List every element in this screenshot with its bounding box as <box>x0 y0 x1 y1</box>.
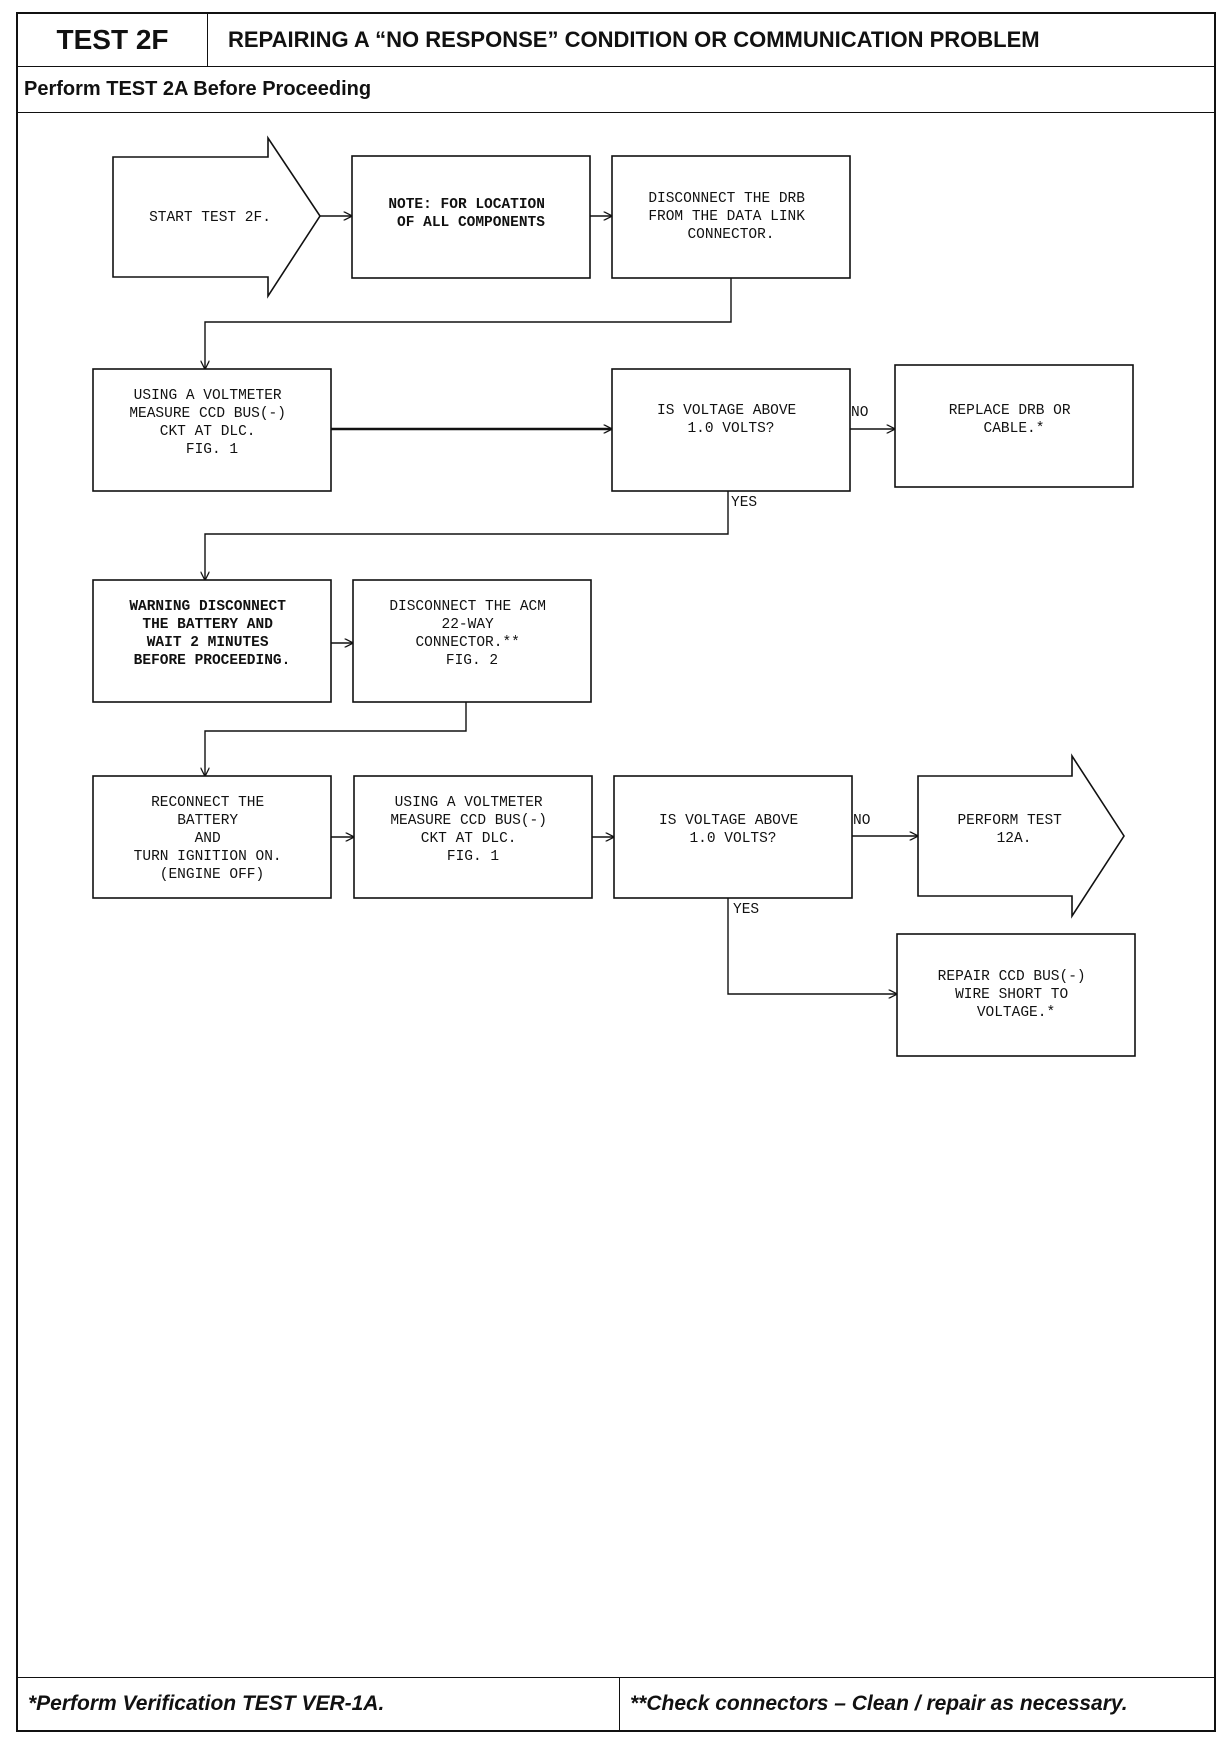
footnote-verification: *Perform Verification TEST VER-1A. <box>28 1692 385 1715</box>
perform-12a-line-2: 12A. <box>997 831 1032 847</box>
warning-text: WARNING DISCONNECT THE BATTERY AND WAIT … <box>129 599 294 669</box>
disconnect-acm-box <box>352 579 592 703</box>
prerequisite-text: Perform TEST 2A Before Proceeding <box>24 78 372 100</box>
edge-label-yes-1: YES <box>731 495 757 511</box>
question-1-line-2: 1.0 VOLTS? <box>687 421 774 437</box>
perform-12a-step: PERFORM TEST 12A. <box>917 753 1125 919</box>
disconnect-drb-line-1: DISCONNECT THE DRB <box>648 191 805 207</box>
measure-1-line-2: MEASURE CCD BUS(-) <box>129 406 286 422</box>
measure-2-text: USING A VOLTMETER MEASURE CCD BUS(-) CKT… <box>390 795 555 865</box>
measure-2-step: USING A VOLTMETER MEASURE CCD BUS(-) CKT… <box>353 775 593 899</box>
measure-2-line-2: MEASURE CCD BUS(-) <box>390 813 547 829</box>
reconnect-line-1: RECONNECT THE <box>151 795 264 811</box>
question-2-line-1: IS VOLTAGE ABOVE <box>659 813 798 829</box>
start-line: START TEST 2F. <box>149 210 271 226</box>
sheet-header: TEST 2F REPAIRING A “NO RESPONSE” CONDIT… <box>18 14 1214 67</box>
measure-1-text: USING A VOLTMETER MEASURE CCD BUS(-) CKT… <box>129 388 294 458</box>
repair-short-line-2: WIRE SHORT TO <box>955 987 1068 1003</box>
edge-label-no-1: NO <box>851 405 868 421</box>
replace-drb-step: REPLACE DRB OR CABLE.* <box>894 364 1134 488</box>
warning-step: WARNING DISCONNECT THE BATTERY AND WAIT … <box>92 579 332 703</box>
warning-line-2: THE BATTERY AND <box>142 617 273 633</box>
disconnect-drb-line-3: CONNECTOR. <box>687 227 774 243</box>
test-id: TEST 2F <box>18 14 208 66</box>
start-step: START TEST 2F. <box>112 135 321 299</box>
reconnect-line-5: (ENGINE OFF) <box>160 867 264 883</box>
question-1-step: IS VOLTAGE ABOVE 1.0 VOLTS? <box>611 368 851 492</box>
note-text: NOTE: FOR LOCATION OF ALL COMPONENTS <box>388 197 553 231</box>
replace-drb-line-2: CABLE.* <box>984 421 1045 437</box>
measure-1-line-1: USING A VOLTMETER <box>134 388 282 404</box>
repair-short-box <box>896 933 1136 1057</box>
perform-12a-text: PERFORM TEST 12A. <box>957 813 1070 847</box>
disconnect-acm-line-2: 22-WAY <box>442 617 495 633</box>
reconnect-step: RECONNECT THE BATTERY AND TURN IGNITION … <box>92 775 332 899</box>
reconnect-box <box>92 775 332 899</box>
repair-short-text: REPAIR CCD BUS(-) WIRE SHORT TO VOLTAGE.… <box>938 969 1095 1021</box>
measure-2-line-1: USING A VOLTMETER <box>395 795 543 811</box>
measure-2-line-5: FIG. 1 <box>447 849 499 865</box>
disconnect-acm-step: DISCONNECT THE ACM 22-WAY CONNECTOR.** F… <box>352 579 592 703</box>
measure-1-line-5: FIG. 1 <box>186 442 238 458</box>
note-line-2: OF ALL COMPONENTS <box>397 215 545 231</box>
question-1-text: IS VOLTAGE ABOVE 1.0 VOLTS? <box>657 403 805 437</box>
perform-12a-arrow-shape <box>917 753 1125 919</box>
reconnect-line-2: BATTERY <box>177 813 238 829</box>
edge-label-no-2: NO <box>853 813 870 829</box>
repair-short-line-3: VOLTAGE.* <box>977 1005 1055 1021</box>
edge-label-yes-2: YES <box>733 902 759 918</box>
disconnect-acm-line-3: CONNECTOR.** <box>415 635 519 651</box>
disconnect-acm-text: DISCONNECT THE ACM 22-WAY CONNECTOR.** F… <box>389 599 554 669</box>
reconnect-line-4: TURN IGNITION ON. <box>134 849 282 865</box>
disconnect-acm-line-5: FIG. 2 <box>446 653 498 669</box>
start-text: START TEST 2F. <box>149 210 271 226</box>
disconnect-acm-line-1: DISCONNECT THE ACM <box>389 599 546 615</box>
question-2-line-2: 1.0 VOLTS? <box>689 831 776 847</box>
arrow-question-2-yes <box>727 898 897 994</box>
question-1-box <box>611 368 851 492</box>
measure-2-box <box>353 775 593 899</box>
footer-divider <box>619 1678 620 1730</box>
measure-1-step: USING A VOLTMETER MEASURE CCD BUS(-) CKT… <box>92 368 332 492</box>
replace-drb-text: REPLACE DRB OR CABLE.* <box>949 403 1080 437</box>
warning-line-1: WARNING DISCONNECT <box>129 599 286 615</box>
disconnect-drb-step: DISCONNECT THE DRB FROM THE DATA LINK CO… <box>611 155 851 279</box>
arrow-question-1-yes <box>205 491 729 580</box>
note-step: NOTE: FOR LOCATION OF ALL COMPONENTS <box>351 155 591 279</box>
warning-line-4: BEFORE PROCEEDING. <box>134 653 291 669</box>
prerequisite-row: Perform TEST 2A Before Proceeding <box>18 66 1214 113</box>
perform-12a-line-1: PERFORM TEST <box>957 813 1062 829</box>
arrow-disconnect-acm-to-reconnect <box>205 702 467 776</box>
sheet-footer: *Perform Verification TEST VER-1A. **Che… <box>18 1677 1214 1730</box>
test-title: REPAIRING A “NO RESPONSE” CONDITION OR C… <box>228 27 1040 52</box>
arrow-disconnect-drb-to-measure-1 <box>205 278 732 369</box>
question-2-step: IS VOLTAGE ABOVE 1.0 VOLTS? <box>613 775 853 899</box>
reconnect-text: RECONNECT THE BATTERY AND TURN IGNITION … <box>134 795 291 883</box>
reconnect-line-3: AND <box>195 831 221 847</box>
warning-line-3: WAIT 2 MINUTES <box>147 635 269 651</box>
repair-short-line-1: REPAIR CCD BUS(-) <box>938 969 1086 985</box>
warning-box <box>92 579 332 703</box>
disconnect-drb-text: DISCONNECT THE DRB FROM THE DATA LINK CO… <box>648 191 813 243</box>
replace-drb-line-1: REPLACE DRB OR <box>949 403 1071 419</box>
note-line-1: NOTE: FOR LOCATION <box>388 197 545 213</box>
start-arrow-shape <box>112 135 321 299</box>
replace-drb-box <box>894 364 1134 488</box>
measure-1-box <box>92 368 332 492</box>
disconnect-drb-line-2: FROM THE DATA LINK <box>648 209 805 225</box>
repair-short-step: REPAIR CCD BUS(-) WIRE SHORT TO VOLTAGE.… <box>896 933 1136 1057</box>
measure-1-line-3: CKT AT DLC. <box>160 424 256 440</box>
footnote-connectors: **Check connectors – Clean / repair as n… <box>630 1692 1128 1715</box>
question-1-line-1: IS VOLTAGE ABOVE <box>657 403 796 419</box>
measure-2-line-3: CKT AT DLC. <box>421 831 517 847</box>
question-2-text: IS VOLTAGE ABOVE 1.0 VOLTS? <box>659 813 807 847</box>
